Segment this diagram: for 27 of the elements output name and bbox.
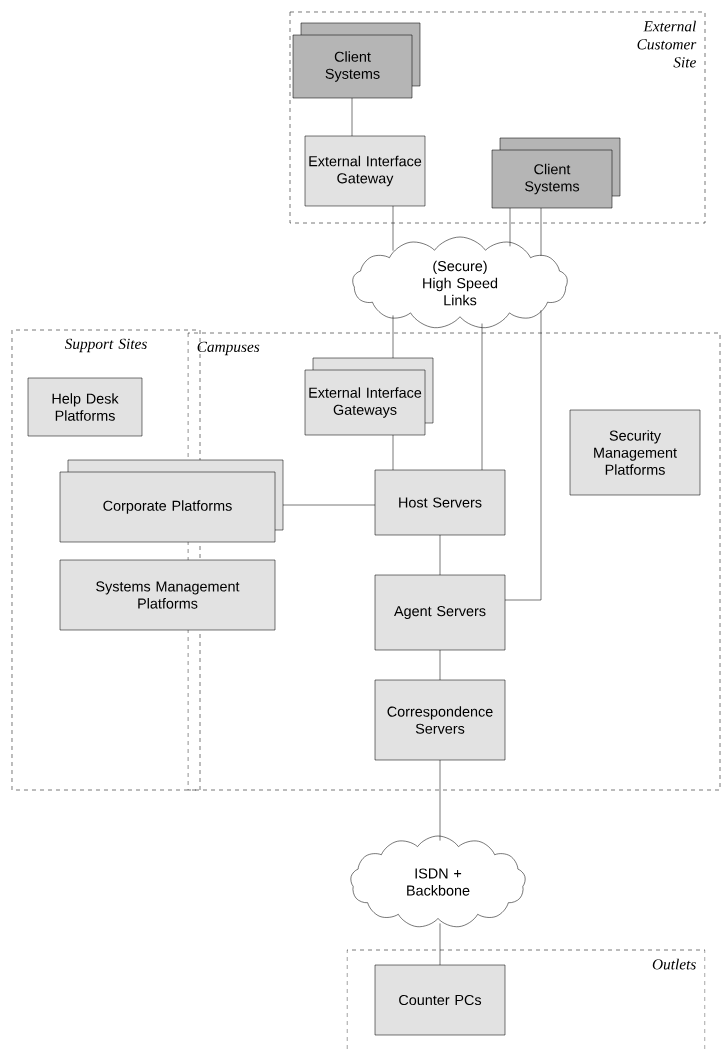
stacked-box: External Interface Gateways (304, 357, 434, 436)
connector-line (282, 504, 376, 506)
connector-line (540, 207, 542, 257)
connector-line (504, 309, 542, 601)
process-box: Systems Management Platforms (59, 559, 276, 631)
process-box: Correspondence Servers (374, 679, 506, 761)
process-box: Help Desk Platforms (27, 377, 143, 437)
stacked-box: Corporate Platforms (59, 459, 284, 543)
connector-line (439, 759, 441, 841)
connector-line (351, 97, 353, 137)
process-box: Counter PCs (374, 964, 506, 1036)
process-box: Agent Servers (374, 574, 506, 651)
connector-line (392, 205, 394, 251)
connector-line (392, 315, 394, 359)
connector-line (392, 434, 394, 471)
process-box: Host Servers (374, 469, 506, 536)
process-box: External Interface Gateway (304, 135, 426, 207)
connector-line (509, 207, 511, 247)
connector-line (439, 649, 441, 681)
connector-line (439, 923, 441, 966)
network-cloud: ISDN + Backbone (350, 835, 526, 928)
connector-line (481, 323, 483, 471)
stacked-box: Client Systems (491, 137, 621, 209)
connector-line (439, 534, 441, 576)
process-box: Security Management Platforms (569, 409, 701, 496)
network-cloud: (Secure) High Speed Links (352, 236, 568, 328)
stacked-box: Client Systems (292, 22, 421, 99)
